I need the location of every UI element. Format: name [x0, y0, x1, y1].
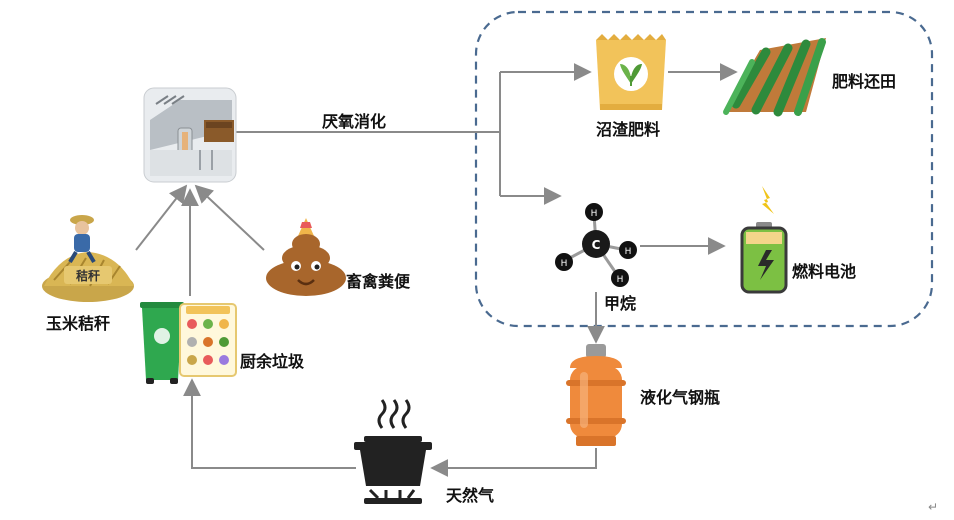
straw-farmer-icon: 秸秆 [42, 215, 134, 302]
label-anaerobic-digestion: 厌氧消化 [322, 112, 387, 131]
arrow-manure-to-digester [194, 184, 265, 251]
fuel-cell-battery-icon [740, 186, 788, 294]
methane-hydrogen-label: H [591, 209, 598, 219]
fertilizer-bag-icon [596, 34, 666, 110]
flow-arrows [135, 63, 738, 477]
straw-tag-label: 秸秆 [76, 268, 100, 283]
manure-icon [266, 218, 346, 296]
corner-mark: ↵ [928, 500, 939, 514]
label-return-to-field: 肥料还田 [832, 72, 897, 91]
label-methane: 甲烷 [604, 294, 637, 313]
kitchen-waste-bin-icon [140, 302, 237, 384]
methane-carbon-label: C [592, 238, 601, 252]
crop-field-icon [723, 38, 826, 117]
label-corn-straw: 玉米秸秆 [46, 314, 111, 333]
arrow-lpg-to-pot [430, 448, 597, 477]
methane-hydrogen-label: H [561, 259, 568, 269]
label-lpg-cylinder: 液化气钢瓶 [640, 388, 721, 407]
product-boundary-box [474, 10, 934, 328]
biogas-plant-icon [143, 87, 237, 183]
label-natural-gas: 天然气 [446, 486, 495, 505]
arrow-pot-to-kitchen [183, 378, 356, 469]
cooking-pot-icon [354, 399, 432, 504]
methane-molecule-icon: C H H H H [555, 203, 637, 287]
label-livestock-manure: 畜禽粪便 [346, 272, 411, 291]
methane-hydrogen-label: H [625, 247, 632, 257]
label-fuel-cell: 燃料电池 [792, 262, 857, 281]
label-kitchen-waste: 厨余垃圾 [240, 352, 305, 371]
label-digestate-fertilizer: 沼渣肥料 [596, 120, 661, 139]
methane-hydrogen-label: H [617, 275, 624, 285]
arrow-straw-to-digester [135, 184, 188, 251]
gas-cylinder-icon [566, 344, 626, 446]
